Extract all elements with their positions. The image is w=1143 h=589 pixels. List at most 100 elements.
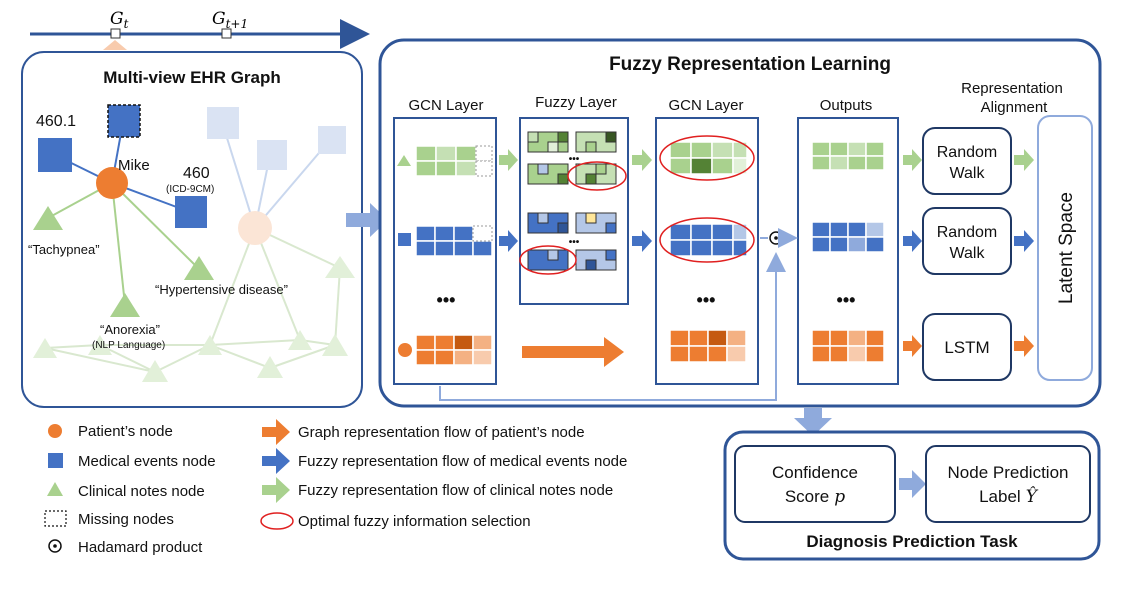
- gcn2-blue-grid: [669, 223, 748, 257]
- faded-note-node: [33, 338, 57, 358]
- faded-note-node: [88, 335, 112, 355]
- optimal-selection-ellipse: [659, 135, 755, 181]
- label-patient-mike: Mike: [118, 157, 150, 174]
- outputs-orange-grid: [811, 329, 885, 363]
- outputs-ellipsis: •••: [837, 290, 856, 310]
- label-code-460-sub: (ICD-9CM): [166, 184, 214, 195]
- blue-flow-arrow: [903, 230, 922, 252]
- random-walk-1-line2: Walk: [950, 165, 986, 182]
- header-gcn-layer-1: GCN Layer: [408, 97, 483, 114]
- confidence-score-box: [734, 445, 896, 523]
- legend: Patient’s node Medical events node Clini…: [44, 419, 627, 556]
- ehr-graph-panel: Multi-view EHR Graph: [21, 51, 363, 408]
- blue-flow-arrow: [499, 230, 518, 252]
- label-g-t1: Gt+1: [212, 9, 248, 31]
- confidence-line1: Confidence: [772, 463, 858, 482]
- legend-flow-clinical: Fuzzy representation flow of clinical no…: [298, 482, 613, 499]
- faded-note-node: [257, 356, 283, 378]
- flow-arrow-ehr-to-fuzzy: [346, 203, 388, 237]
- legend-clinical-flow-icon: [262, 477, 290, 503]
- gcn1-green-row: [397, 145, 493, 177]
- random-walk-box-1: [922, 127, 1012, 195]
- legend-missing-icon: [44, 510, 67, 527]
- blue-flow-arrow: [1014, 230, 1034, 252]
- orange-flow-arrow: [1014, 335, 1034, 357]
- skip-connection: [439, 252, 786, 401]
- gcn2-ellipsis: •••: [697, 290, 716, 310]
- green-flow-arrow: [1014, 149, 1034, 171]
- missing-medical-node: [107, 104, 141, 138]
- label-anorexia: “Anorexia”: [100, 322, 160, 337]
- patient-flow-arrow: [522, 337, 624, 367]
- label-tachypnea: “Tachypnea”: [28, 242, 100, 257]
- outputs-box: [797, 117, 899, 385]
- timeline-marker-t: [110, 28, 121, 39]
- random-walk-box-2: [922, 207, 1012, 275]
- faded-medical-node: [257, 140, 287, 170]
- faded-note-node: [288, 330, 312, 350]
- timeline: Gt Gt+1: [30, 9, 370, 50]
- header-outputs: Outputs: [820, 97, 873, 114]
- optimal-selection-ellipse: [519, 245, 577, 275]
- lstm-box: [922, 313, 1012, 381]
- legend-optimal-icon: [260, 512, 294, 530]
- prediction-line1: Node Prediction: [948, 463, 1069, 482]
- legend-flow-patient: Graph representation flow of patient’s n…: [298, 424, 585, 441]
- legend-patient-icon: [48, 424, 62, 438]
- legend-hadamard: Hadamard product: [78, 539, 203, 556]
- green-flow-arrow: [632, 149, 652, 171]
- flow-arrow-to-prediction: [899, 470, 926, 498]
- timeline-marker-t1: [221, 28, 232, 39]
- legend-optimal: Optimal fuzzy information selection: [298, 513, 531, 530]
- label-g-t: Gt: [110, 9, 129, 31]
- green-flow-arrow: [499, 149, 518, 171]
- lstm-label: LSTM: [944, 338, 989, 357]
- legend-patient-flow-icon: [262, 419, 290, 445]
- faded-medical-node: [207, 107, 239, 139]
- label-code-4601: 460.1: [36, 113, 76, 130]
- label-hypertensive: “Hypertensive disease”: [155, 282, 288, 297]
- ehr-graph-title: Multi-view EHR Graph: [103, 68, 281, 87]
- faded-patient-node: [238, 211, 272, 245]
- diagnosis-panel-title: Diagnosis Prediction Task: [806, 532, 1018, 551]
- node-prediction-box: [925, 445, 1091, 523]
- latent-space-box: [1037, 115, 1093, 381]
- note-node-hypertensive: [184, 256, 214, 280]
- fuzzy-blue-grids: [527, 212, 617, 271]
- medical-node-4601: [38, 138, 72, 172]
- gcn2-orange-grid: [669, 329, 747, 363]
- random-walk-2-line1: Random: [937, 224, 997, 241]
- legend-patient: Patient’s node: [78, 423, 173, 440]
- legend-missing: Missing nodes: [78, 511, 174, 528]
- note-node-anorexia: [110, 293, 140, 317]
- fuzzy-green-grids: [527, 131, 617, 185]
- fuzzy-blue-ellipsis: •••: [569, 237, 580, 248]
- orange-flow-arrow: [903, 335, 922, 357]
- outputs-blue-grid: [811, 221, 885, 253]
- header-alignment-2: Alignment: [981, 99, 1049, 116]
- gcn-layer-2-box: [655, 117, 759, 385]
- label-anorexia-sub: (NLP Language): [92, 340, 165, 351]
- gcn-layer-1-box: [393, 117, 497, 385]
- fuzzy-layer-box: [519, 117, 629, 305]
- legend-medical-flow-icon: [262, 448, 290, 474]
- header-alignment-1: Representation: [961, 80, 1063, 97]
- outputs-green-grid: [811, 141, 885, 171]
- optimal-selection-ellipse: [567, 161, 627, 191]
- legend-medical-icon: [48, 453, 63, 468]
- optimal-selection-ellipse: [659, 217, 755, 263]
- blue-flow-arrow: [632, 230, 652, 252]
- faded-note-node: [198, 335, 222, 355]
- faded-note-node: [142, 360, 168, 382]
- patient-node-mike: [96, 167, 128, 199]
- legend-flow-medical: Fuzzy representation flow of medical eve…: [298, 453, 627, 470]
- fuzzy-green-ellipsis: •••: [569, 154, 580, 165]
- header-gcn-layer-2: GCN Layer: [668, 97, 743, 114]
- label-code-460: 460: [183, 165, 210, 182]
- random-walk-1-line1: Random: [937, 144, 997, 161]
- header-fuzzy-layer: Fuzzy Layer: [535, 94, 617, 111]
